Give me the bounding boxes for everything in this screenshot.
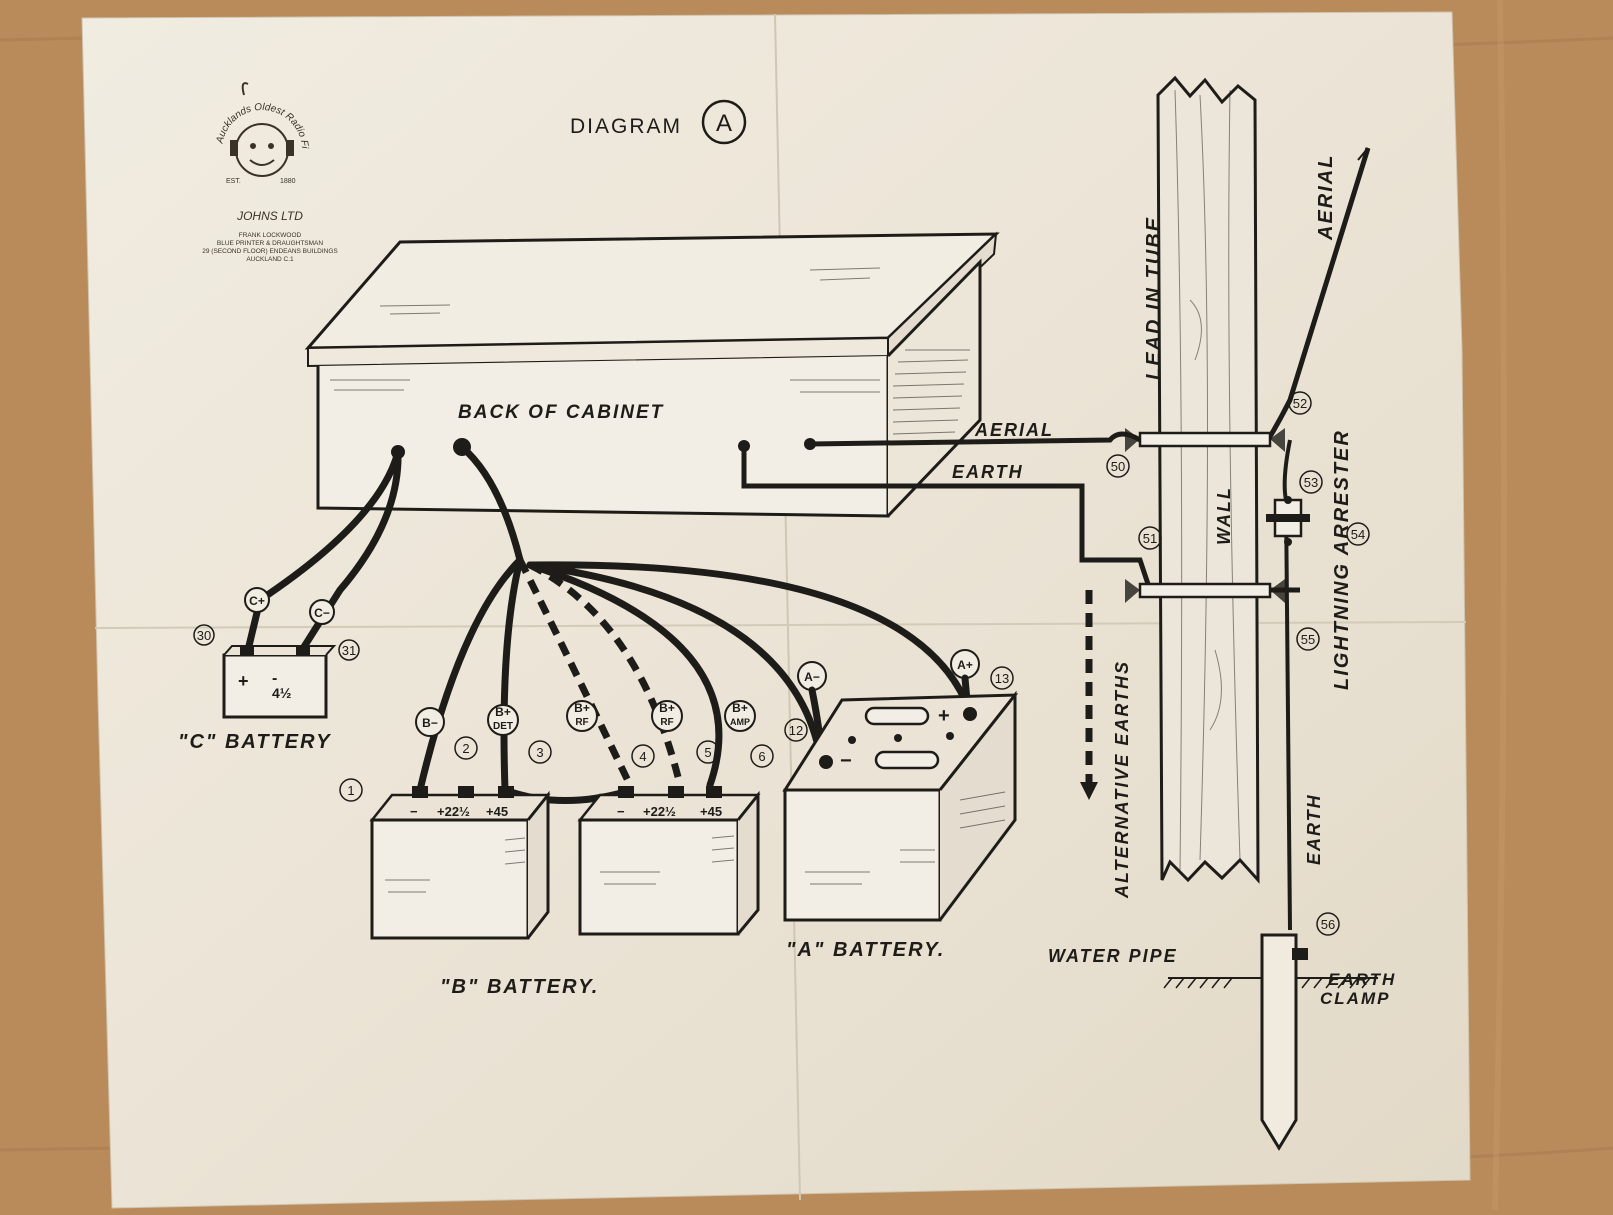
part-numbers: 50 51 52 53 54 55 56 [1106, 391, 1370, 936]
svg-text:−: − [410, 804, 418, 819]
diagram-title: DIAGRAM [570, 115, 682, 138]
svg-text:B+: B+ [574, 701, 590, 715]
svg-text:+22½: +22½ [437, 804, 470, 819]
svg-text:BLUE PRINTER & DRAUGHTSMAN: BLUE PRINTER & DRAUGHTSMAN [217, 240, 323, 247]
svg-text:+22½: +22½ [643, 804, 676, 819]
svg-text:53: 53 [1304, 475, 1318, 490]
b-battery-label: "B" BATTERY. [440, 976, 599, 998]
logo-headphone-icon [230, 140, 238, 156]
diagram-letter-circle [701, 99, 747, 145]
terminal-number: 31 [342, 643, 356, 658]
svg-text:55: 55 [1301, 632, 1315, 647]
svg-text:RF: RF [575, 717, 588, 728]
lead-in-tube-upper [1138, 431, 1272, 448]
svg-text:AMP: AMP [730, 717, 750, 727]
earth-wire-label: EARTH [952, 462, 1024, 482]
c-minus-tag [309, 599, 335, 625]
svg-text:+: + [238, 671, 249, 691]
company-name: JOHNS LTD [236, 209, 303, 223]
b-harness [416, 443, 969, 804]
wall-section: LEAD IN TUBE WALL [1125, 75, 1285, 884]
earth-clamp-icon [1292, 948, 1308, 960]
svg-text:B+: B+ [495, 705, 511, 719]
lead-in-tube-label: LEAD IN TUBE [1143, 216, 1165, 380]
logo-year: 1880 [280, 178, 296, 185]
aerial-label: AERIAL [1315, 154, 1337, 241]
paper-fold-vertical [774, 13, 801, 1201]
a-minus-terminal [819, 755, 833, 769]
svg-text:3: 3 [536, 745, 543, 760]
earth-clamp-label: EARTH [1328, 970, 1396, 989]
svg-text:−: − [840, 750, 852, 772]
svg-text:B−: B− [422, 716, 438, 730]
alternative-earths-label: ALTERNATIVE EARTHS [1112, 660, 1132, 899]
lightning-arrester [1266, 496, 1310, 546]
lead-in-tube-lower [1138, 582, 1272, 599]
svg-text:29 (SECOND FLOOR) ENDEANS BUIL: 29 (SECOND FLOOR) ENDEANS BUILDINGS [202, 248, 338, 255]
svg-text:AUCKLAND C.1: AUCKLAND C.1 [246, 256, 294, 263]
svg-text:A+: A+ [957, 658, 973, 672]
svg-text:B+: B+ [659, 701, 675, 715]
svg-text:C+: C+ [249, 594, 265, 608]
svg-text:C−: C− [314, 606, 330, 620]
earth-down-label: EARTH [1304, 793, 1324, 865]
b-wire-tags: B− B+ DET B+ RF B+ RF B+ AMP A− A+ [415, 649, 980, 737]
svg-text:5: 5 [704, 745, 711, 760]
svg-text:B+: B+ [732, 701, 748, 715]
logo-est: EST. [226, 178, 241, 185]
svg-text:4: 4 [639, 749, 646, 764]
svg-text:51: 51 [1143, 531, 1157, 546]
svg-text:6: 6 [758, 749, 765, 764]
radio-cabinet: BACK OF CABINET [304, 231, 1000, 518]
c-plus-tag [244, 587, 270, 613]
water-pipe-label: WATER PIPE [1048, 946, 1178, 966]
svg-text:56: 56 [1321, 917, 1335, 932]
svg-text:2: 2 [462, 741, 469, 756]
a-battery-label: "A" BATTERY. [786, 939, 945, 961]
lightning-arrester-label: LIGHTNING ARRESTER [1331, 429, 1353, 690]
svg-text:+45: +45 [486, 804, 508, 819]
svg-text:+: + [938, 705, 950, 727]
aerial-wire-label: AERIAL [974, 420, 1054, 440]
earth-clamp-label-2: CLAMP [1320, 989, 1390, 1008]
water-pipe: WATER PIPE EARTH CLAMP [1048, 933, 1396, 1151]
terminal-number: 30 [197, 628, 211, 643]
svg-text:54: 54 [1351, 527, 1365, 542]
a-plus-terminal [963, 707, 977, 721]
svg-text:12: 12 [789, 723, 803, 738]
wall-label: WALL [1214, 486, 1234, 545]
b-terminal-numbers: 1 2 3 4 5 6 [339, 736, 774, 802]
c-battery-label: "C" BATTERY [178, 731, 332, 753]
svg-text:−: − [617, 804, 625, 819]
svg-text:1: 1 [347, 783, 354, 798]
a-battery: + − 12 13 "A" BATTERY. [782, 666, 1019, 961]
svg-text:4½: 4½ [272, 685, 292, 701]
svg-text:A−: A− [804, 670, 820, 684]
svg-text:-: - [272, 670, 277, 687]
b-battery: − +22½ +45 − +22½ +45 1 2 3 4 5 6 " [339, 736, 774, 998]
svg-text:52: 52 [1293, 396, 1307, 411]
c-battery: C+ C− + - 4½ 30 31 "C" BATTERY [178, 448, 402, 753]
svg-text:+45: +45 [700, 804, 722, 819]
svg-text:FRANK LOCKWOOD: FRANK LOCKWOOD [239, 232, 302, 239]
svg-text:DET: DET [493, 721, 513, 732]
svg-text:13: 13 [995, 671, 1009, 686]
cabinet-label: BACK OF CABINET [458, 402, 664, 423]
credit-block: FRANK LOCKWOOD BLUE PRINTER & DRAUGHTSMA… [202, 232, 338, 263]
svg-text:RF: RF [660, 717, 673, 728]
svg-text:50: 50 [1111, 459, 1125, 474]
diagram-letter: A [716, 110, 732, 137]
